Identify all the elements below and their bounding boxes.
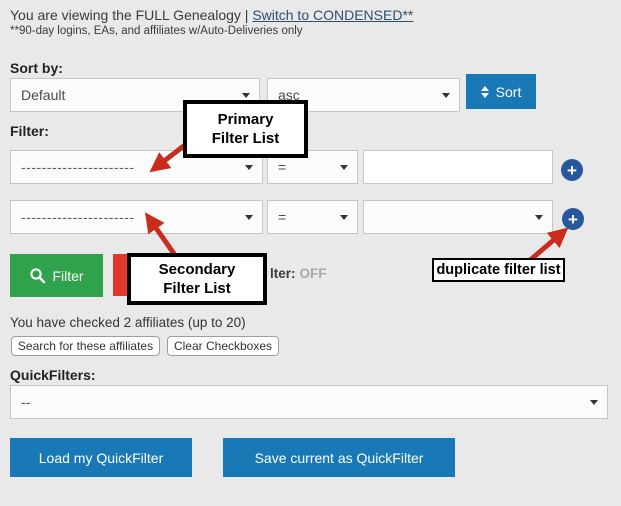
sort-direction-select[interactable]: asc bbox=[267, 78, 460, 112]
primary-filter-value-field[interactable] bbox=[363, 150, 553, 184]
primary-filter-operator-select[interactable]: = bbox=[267, 150, 358, 184]
duplicate-filter-list-plus-circle-icon[interactable]: + bbox=[562, 208, 584, 230]
secondary-filter-list-callout: Secondary Filter List bbox=[127, 253, 267, 305]
sort-direction-value: asc bbox=[278, 87, 300, 103]
duplicate-filter-list-callout: duplicate filter list bbox=[432, 258, 565, 282]
viewing-status-line: You are viewing the FULL Genealogy | Swi… bbox=[10, 7, 413, 23]
sort-button-label: Sort bbox=[495, 83, 522, 100]
sort-by-label: Sort by: bbox=[10, 60, 63, 76]
add-filter-row-1-plus-circle-icon[interactable]: + bbox=[561, 159, 583, 181]
secondary-callout-line1: Secondary bbox=[158, 260, 236, 278]
load-my-quickfilter-button[interactable]: Load my QuickFilter bbox=[10, 438, 192, 477]
checked-affiliates-text: You have checked 2 affiliates (up to 20) bbox=[10, 315, 246, 330]
ninety-day-note: **90-day logins, EAs, and affiliates w/A… bbox=[10, 25, 303, 37]
filter-button[interactable]: Filter bbox=[10, 254, 103, 297]
sort-field-value: Default bbox=[21, 87, 66, 103]
primary-filter-operator-value: = bbox=[278, 159, 287, 175]
chevron-down-icon bbox=[590, 400, 598, 405]
chevron-down-icon bbox=[340, 165, 348, 170]
filter-status: lter:OFF bbox=[270, 266, 327, 281]
search-these-affiliates-label: Search for these affiliates bbox=[17, 339, 154, 353]
save-current-as-quickfilter-button[interactable]: Save current as QuickFilter bbox=[223, 438, 455, 477]
quickfilters-select[interactable]: -- bbox=[10, 385, 608, 419]
chevron-down-icon bbox=[442, 93, 450, 98]
primary-callout-line1: Primary bbox=[217, 110, 274, 128]
filter-status-value: OFF bbox=[299, 266, 327, 281]
load-my-quickfilter-label: Load my QuickFilter bbox=[38, 449, 164, 466]
switch-to-condensed-link[interactable]: Switch to CONDENSED** bbox=[252, 7, 414, 23]
secondary-callout-line2: Filter List bbox=[163, 280, 231, 297]
chevron-down-icon bbox=[340, 215, 348, 220]
clear-checkboxes-button[interactable]: Clear Checkboxes bbox=[167, 336, 279, 356]
primary-filter-field-value: ---------------------- bbox=[21, 159, 135, 175]
sort-field-select[interactable]: Default bbox=[10, 78, 260, 112]
quickfilters-label: QuickFilters: bbox=[10, 367, 96, 383]
secondary-filter-operator-value: = bbox=[278, 209, 287, 225]
filter-button-label: Filter bbox=[52, 267, 84, 284]
primary-callout-line2: Filter List bbox=[211, 130, 280, 147]
secondary-filter-value-select[interactable] bbox=[363, 200, 553, 234]
secondary-filter-field-value: ---------------------- bbox=[21, 209, 135, 225]
viewing-status-text: You are viewing the FULL Genealogy | bbox=[10, 7, 249, 23]
save-current-as-quickfilter-label: Save current as QuickFilter bbox=[254, 449, 424, 466]
filter-label: Filter: bbox=[10, 123, 49, 139]
sort-arrows-icon bbox=[480, 85, 489, 98]
secondary-filter-field-select[interactable]: ---------------------- bbox=[10, 200, 263, 234]
chevron-down-icon bbox=[535, 215, 543, 220]
chevron-down-icon bbox=[245, 215, 253, 220]
plus-glyph: + bbox=[567, 160, 577, 180]
magnifier-icon bbox=[30, 268, 46, 284]
search-these-affiliates-button[interactable]: Search for these affiliates bbox=[11, 336, 160, 356]
chevron-down-icon bbox=[242, 93, 250, 98]
sort-button[interactable]: Sort bbox=[466, 74, 536, 109]
chevron-down-icon bbox=[245, 165, 253, 170]
filter-status-label: lter: bbox=[270, 266, 296, 281]
clear-checkboxes-label: Clear Checkboxes bbox=[173, 339, 273, 353]
quickfilters-value: -- bbox=[21, 394, 31, 410]
plus-glyph: + bbox=[568, 209, 578, 229]
secondary-filter-operator-select[interactable]: = bbox=[267, 200, 358, 234]
primary-filter-list-callout: Primary Filter List bbox=[183, 100, 308, 158]
primary-filter-value-input[interactable] bbox=[374, 150, 542, 184]
duplicate-callout-label: duplicate filter list bbox=[436, 262, 561, 278]
